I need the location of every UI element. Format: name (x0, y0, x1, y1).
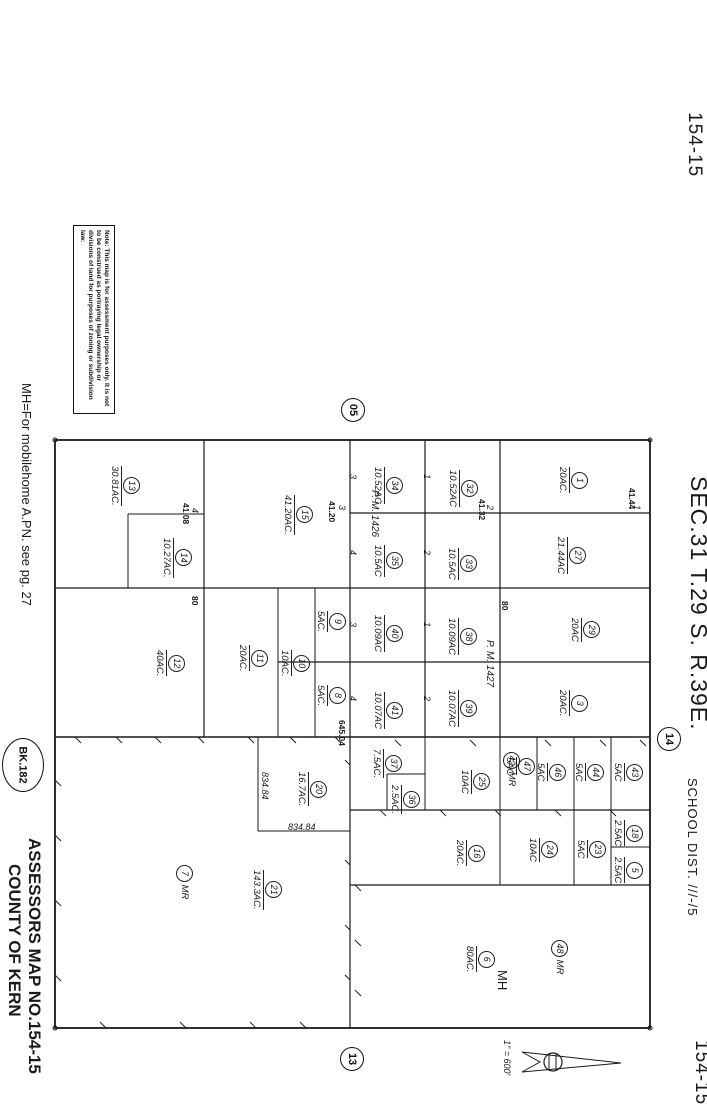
lot-2c: 2 (422, 696, 432, 702)
map-title: ASSESSORS MAP NO.154-15 (25, 838, 44, 1074)
book-badge: BK.182 (2, 738, 44, 792)
lot-4c: 4 (348, 696, 358, 702)
lot-2: 2 (485, 505, 495, 511)
school-district: SCHOOL DIST. ///-/5 (685, 778, 700, 917)
dim-41-08: 41.08 (181, 503, 191, 525)
county-title: COUNTY OF KERN (5, 864, 24, 1017)
lot-1b: 1 (422, 474, 432, 480)
dim-41-20: 41.20 (327, 501, 337, 523)
adjacent-map-05[interactable]: 05 (341, 398, 365, 422)
dim-645-04: 645.04 (337, 720, 347, 746)
page-code-bottom: 154-15 (691, 1040, 707, 1106)
parcel-48[interactable]: 48 MR (551, 940, 568, 974)
lot-3: 3 (337, 505, 347, 511)
mobilehome-tag: MH (495, 970, 510, 991)
lot-1c: 1 (422, 622, 432, 628)
disclaimer-note: Note: This map is for assessment purpose… (73, 225, 115, 414)
lot-3b: 3 (348, 474, 358, 480)
adjacent-map-13[interactable]: 13 (340, 1047, 364, 1071)
dim-80-lower: 80 (190, 596, 200, 606)
lot-2b: 2 (422, 550, 432, 556)
parcel-42[interactable]: 42 MR (503, 752, 520, 786)
north-arrow-icon (521, 1051, 622, 1073)
lot-4: 4 (190, 508, 200, 514)
lot-1: 1 (632, 505, 642, 511)
page-code-top: 154-15 (684, 112, 705, 178)
lot-3c: 3 (348, 622, 358, 628)
adjacent-map-14[interactable]: 14 (657, 727, 681, 751)
parcel-7[interactable]: 7 MR (176, 865, 193, 899)
parcel-map-1427: P. M. 1427 (484, 640, 495, 688)
dim-834-84-b: 834.84 (288, 822, 316, 832)
scale-label: 1" = 600' (502, 1040, 512, 1076)
mobilehome-note: MH=For mobilehome A.PN. see pg. 27 (19, 383, 34, 606)
lot-4b: 4 (348, 550, 358, 556)
dim-834-84-a: 834.84 (260, 772, 270, 800)
dim-80-upper: 80 (500, 601, 510, 611)
section-township-range: SEC.31 T.29 S. R.39E. (686, 476, 707, 731)
